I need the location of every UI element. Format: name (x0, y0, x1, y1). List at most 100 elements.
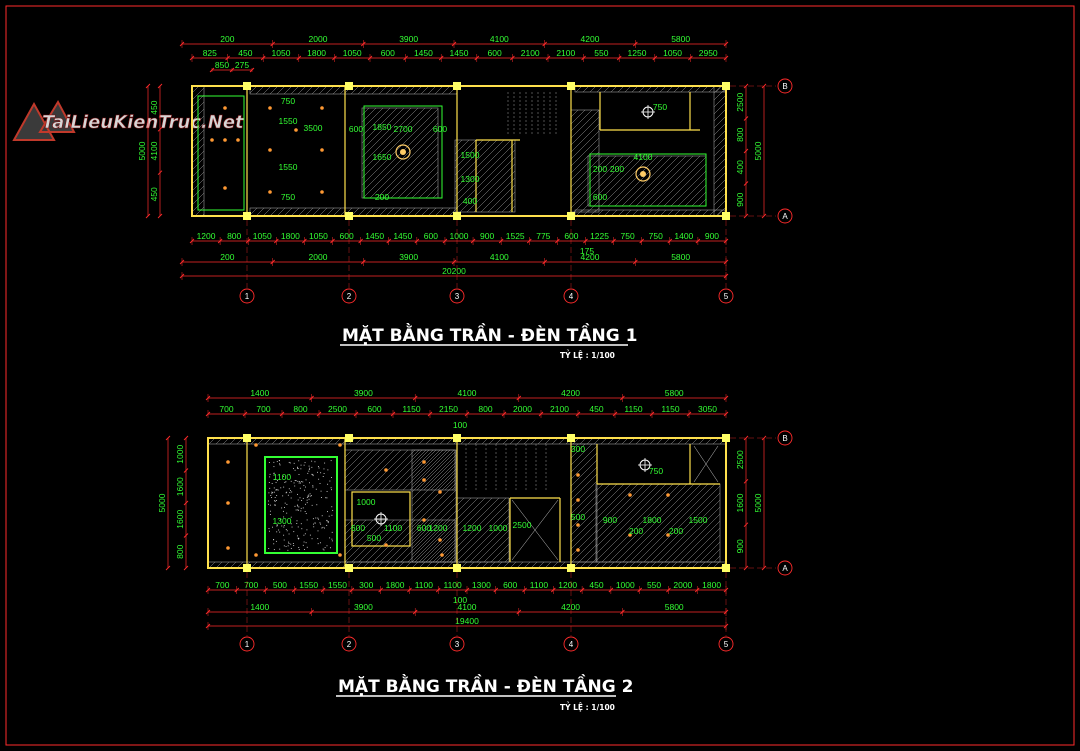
plan2-panel-speck (278, 529, 280, 531)
plan1-top-dim-row-2-value: 1450 (450, 48, 469, 58)
plan2-hatch-zone-line (400, 519, 444, 563)
plan1-hatch-zone-line (614, 155, 666, 207)
plan2-left-dims-tick (183, 500, 189, 506)
plan2-panel-speck (284, 481, 286, 483)
plan1-interior-dimension: 4100 (634, 152, 653, 162)
plan2-panel-speck (300, 481, 302, 483)
plan1-left-total: 5000 (137, 83, 151, 219)
plan1-hatch-zone-line (413, 207, 423, 217)
plan1-hatch-zone-line (649, 155, 701, 207)
plan1-hatch-zone-line (411, 171, 439, 199)
plan2-interior-dimension: 500 (367, 533, 381, 543)
plan2-panel-speck (327, 511, 328, 513)
plan1-downlight-icon (320, 148, 324, 152)
plan2-column (453, 434, 461, 442)
plan2-panel-speck (324, 462, 326, 464)
plan1-hatch-zone-line (297, 207, 307, 217)
plan2-interior-dimension: 1100 (273, 472, 292, 482)
plan2-panel-speck (283, 486, 285, 488)
plan1-bottom-dim-row-1-value: 1225 (590, 231, 609, 241)
plan2-panel-speck (317, 530, 319, 532)
plan1-walls (191, 82, 730, 220)
plan1-interior-dimension: 2700 (394, 124, 413, 134)
plan2-panel-speck (296, 520, 298, 522)
plan1-hatch-zone-line (600, 155, 652, 207)
plan2-hatch-zone-line (706, 548, 721, 563)
plan2-panel-speck (280, 487, 282, 489)
plan1-hatch-zone-line (473, 170, 516, 213)
plan1-hatch-zone-line (587, 155, 638, 206)
plan2-panel-speck (286, 491, 288, 493)
plan2-bottom-dim-row-2-value: 1400 (250, 602, 269, 612)
plan2-panel-speck (283, 545, 285, 547)
plan2-panel-speck (322, 476, 324, 477)
plan2-panel-speck (290, 516, 292, 518)
plan2-downlight-icon (576, 498, 580, 502)
plan2-panel-speck (323, 549, 325, 551)
plan1-hatch-zone-line (418, 178, 439, 199)
plan2-panel-speck (283, 539, 285, 541)
plan2-left-dims-value: 800 (175, 544, 185, 558)
plan2-panel-speck (298, 482, 300, 484)
plan2-downlight-icon (576, 523, 580, 527)
plan1-interior-dimension: 600 (433, 124, 447, 134)
plan2-top-dim-row-2-value: 2000 (513, 404, 532, 414)
plan2-panel-speck (276, 525, 278, 527)
plan2-panel-speck (281, 507, 283, 509)
plan2-panel-speck (301, 528, 303, 530)
plan2-grid-axis-2-circle (341, 636, 357, 652)
plan2-panel-speck (329, 547, 331, 549)
plan2-panel-speck (289, 492, 291, 494)
plan1-top-dim-row-1-value: 3900 (399, 34, 418, 44)
plan1-column (567, 212, 575, 220)
plan2-panel-speck (287, 494, 289, 496)
plan2-hatch-zone-line (379, 519, 423, 563)
plan2-panel-speck (308, 470, 310, 472)
plan2-panel-speck (318, 518, 319, 520)
plan2-panel-speck (303, 464, 305, 466)
plan2-panel-speck (327, 483, 329, 485)
plan2-panel-speck (271, 491, 273, 493)
plan2-hatch-zone-line (411, 468, 457, 514)
plan2-title: MẶT BẰNG TRẦN - ĐÈN TẦNG 2 (338, 673, 633, 697)
plan2-panel-speck (326, 524, 328, 526)
plan2-bottom-dim-row-1-value: 700 (244, 580, 258, 590)
plan2-hatch-areas (207, 437, 727, 569)
plan2-grid-axis-B-label: B (782, 434, 787, 443)
plan1-hatch-zone-line (357, 85, 367, 95)
plan2-panel-speck (279, 460, 280, 462)
plan1-top-dim-row-3-value: 275 (235, 60, 249, 70)
plan2-panel-speck (332, 509, 334, 511)
plan1-column (243, 212, 251, 220)
plan2-panel-speck (326, 497, 328, 499)
plan2-panel-speck (303, 541, 305, 543)
plan1-hatch-zone-line (276, 85, 286, 95)
plan2-top-dim-row-2-value: 1150 (624, 404, 643, 414)
plan1-hatch-zone-line (297, 85, 307, 95)
plan2-panel-speck (291, 491, 293, 493)
plan2-panel-speck (319, 522, 321, 524)
plan2-panel-speck (281, 525, 283, 527)
plan1-downlight-icon (223, 138, 227, 142)
plan1-hatch-zone-line (459, 156, 516, 213)
plan2-panel-speck (274, 500, 276, 502)
plan2-panel-speck (298, 538, 300, 540)
plan2-hatch-zone-line (595, 483, 632, 520)
plan1-right-total-tick (761, 213, 767, 219)
plan1-hatch-zone-line (587, 155, 596, 164)
plan1-hatch-zone-line (283, 85, 293, 95)
plan2-panel-speck (300, 464, 302, 466)
plan2-downlight-icon (628, 493, 632, 497)
plan2-column (345, 434, 353, 442)
plan2-panel-speck (273, 543, 275, 545)
plan1-interior-dimension: 600 (593, 192, 607, 202)
plan2-bottom-dim-row-1-value: 550 (647, 580, 661, 590)
plan2-panel-speck (275, 504, 276, 506)
plan1-bottom-dim-row-1-value: 775 (536, 231, 550, 241)
plan2-hatch-zone-line (570, 515, 598, 543)
plan2-panel-speck (284, 506, 285, 508)
plan2-hatch-zone-line (570, 529, 598, 557)
plan1-hatch-zone-line (722, 89, 726, 93)
plan2-hatch-zone-line (414, 521, 456, 563)
